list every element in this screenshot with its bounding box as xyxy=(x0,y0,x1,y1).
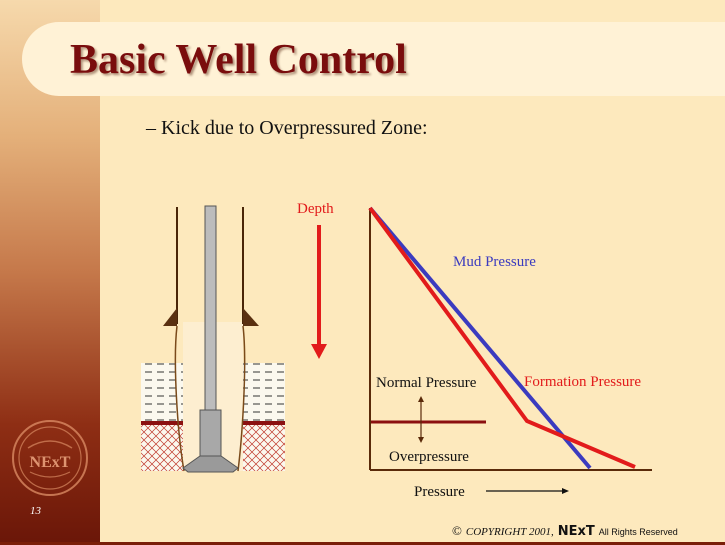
copyright-symbol: © xyxy=(452,523,462,538)
slide-title: Basic Well Control xyxy=(70,37,407,83)
pressure-arrow-head xyxy=(562,488,569,494)
formation-pressure-line xyxy=(368,206,636,469)
pressure-label: Pressure xyxy=(414,484,465,500)
hole-wall-left xyxy=(174,325,185,472)
depth-arrow-head xyxy=(311,344,327,359)
zone-arrow-down-head xyxy=(418,437,424,443)
normal-pressure-label: Normal Pressure xyxy=(376,375,477,391)
title-band xyxy=(22,22,725,96)
rights-text: All Rights Reserved xyxy=(598,527,678,537)
page-number: 13 xyxy=(30,505,41,517)
casing-shoe-right xyxy=(243,308,259,326)
bullet-text: – Kick due to Overpressured Zone: xyxy=(146,117,428,139)
copyright-text: COPYRIGHT 2001, xyxy=(465,526,554,538)
drill-pipe xyxy=(204,205,217,412)
casing-shoe-left xyxy=(163,308,177,326)
depth-label: Depth xyxy=(297,201,334,217)
overpressure-label: Overpressure xyxy=(389,449,469,465)
mud-pressure-label: Mud Pressure xyxy=(453,254,536,270)
next-logo-seal: NExT xyxy=(12,420,88,496)
drill-bit xyxy=(182,455,239,473)
logo-text: NExT xyxy=(30,454,71,471)
hole-wall-right xyxy=(237,325,246,472)
mud-pressure-line xyxy=(368,206,592,470)
formation-pressure-label: Formation Pressure xyxy=(524,374,641,390)
footer-brand: NExT xyxy=(557,524,595,539)
bottom-frame-line xyxy=(0,542,725,545)
drill-collar xyxy=(199,409,222,457)
zone-arrow-up-head xyxy=(418,396,424,402)
